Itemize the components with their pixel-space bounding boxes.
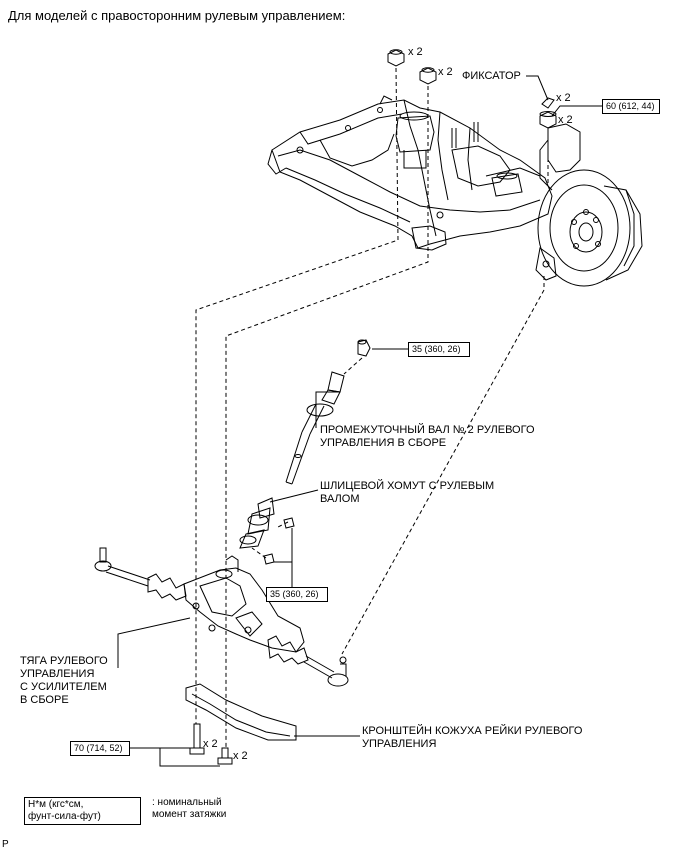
knuckle-nut-torque: 60 (612, 44) bbox=[602, 99, 660, 114]
rack-bracket-label-line-1: КРОНШТЕЙН КОЖУХА РЕЙКИ РУЛЕВОГО bbox=[362, 725, 583, 737]
legend-unit-line-2: фунт-сила-фут) bbox=[28, 811, 101, 822]
tie-rod-label-line-3: С УСИЛИТЕЛЕМ bbox=[20, 681, 107, 693]
legend-description-line-1: : номинальный bbox=[152, 797, 222, 808]
tie-rod-label: ТЯГА РУЛЕВОГО УПРАВЛЕНИЯ С УСИЛИТЕЛЕМ В … bbox=[20, 655, 108, 707]
rack-bracket-label: КРОНШТЕЙН КОЖУХА РЕЙКИ РУЛЕВОГО УПРАВЛЕН… bbox=[362, 725, 582, 751]
corner-mark: P bbox=[2, 839, 9, 850]
spline-yoke-label-line-1: ШЛИЦЕВОЙ ХОМУТ С РУЛЕВЫМ bbox=[320, 480, 495, 492]
assembly-lines bbox=[195, 67, 549, 748]
rack-bracket-drawing bbox=[185, 683, 297, 741]
retainer-qty: x 2 bbox=[556, 92, 571, 104]
spline-yoke-drawing bbox=[239, 497, 295, 565]
steering-knuckle-and-disc bbox=[535, 123, 643, 287]
knuckle-nut-qty: x 2 bbox=[558, 114, 573, 126]
nut-qty-2: x 2 bbox=[438, 66, 453, 78]
bolt-qty-2: x 2 bbox=[233, 750, 248, 762]
bracket-bolts bbox=[189, 723, 233, 765]
legend-unit-box: Н*м (кгс*см, фунт-сила-фут) bbox=[24, 797, 141, 825]
legend-description-line-2: момент затяжки bbox=[152, 809, 227, 820]
steering-rack-drawing bbox=[94, 547, 349, 687]
spline-yoke-label-line-2: ВАЛОМ bbox=[320, 493, 360, 505]
intermediate-shaft-label-line-2: УПРАВЛЕНИЯ В СБОРЕ bbox=[320, 437, 447, 449]
page-title: Для моделей с правосторонним рулевым упр… bbox=[8, 8, 346, 23]
bracket-bolts-torque: 70 (714, 52) bbox=[70, 741, 130, 756]
legend-unit-line-1: Н*м (кгс*см, bbox=[28, 799, 84, 810]
tie-rod-label-line-2: УПРАВЛЕНИЯ bbox=[20, 668, 95, 680]
rack-bracket-label-line-2: УПРАВЛЕНИЯ bbox=[362, 738, 437, 750]
tie-rod-label-line-4: В СБОРЕ bbox=[20, 694, 69, 706]
tie-rod-label-line-1: ТЯГА РУЛЕВОГО bbox=[20, 655, 108, 667]
retainer-label: ФИКСАТОР bbox=[462, 70, 521, 82]
shaft-bolt-torque: 35 (360, 26) bbox=[408, 342, 470, 357]
suspension-crossmember bbox=[267, 95, 553, 251]
intermediate-shaft-label-line-1: ПРОМЕЖУТОЧНЫЙ ВАЛ № 2 РУЛЕВОГО bbox=[320, 424, 535, 436]
yoke-bolts-torque: 35 (360, 26) bbox=[266, 587, 328, 602]
intermediate-shaft-label: ПРОМЕЖУТОЧНЫЙ ВАЛ № 2 РУЛЕВОГО УПРАВЛЕНИ… bbox=[320, 424, 535, 450]
leader-lines bbox=[117, 75, 602, 767]
spline-yoke-label: ШЛИЦЕВОЙ ХОМУТ С РУЛЕВЫМ ВАЛОМ bbox=[320, 480, 494, 506]
nut-qty-1: x 2 bbox=[408, 46, 423, 58]
legend-description: : номинальный момент затяжки bbox=[152, 797, 226, 821]
intermediate-shaft-drawing bbox=[285, 339, 371, 485]
top-nuts bbox=[387, 49, 557, 129]
bolt-qty-1: x 2 bbox=[203, 738, 218, 750]
